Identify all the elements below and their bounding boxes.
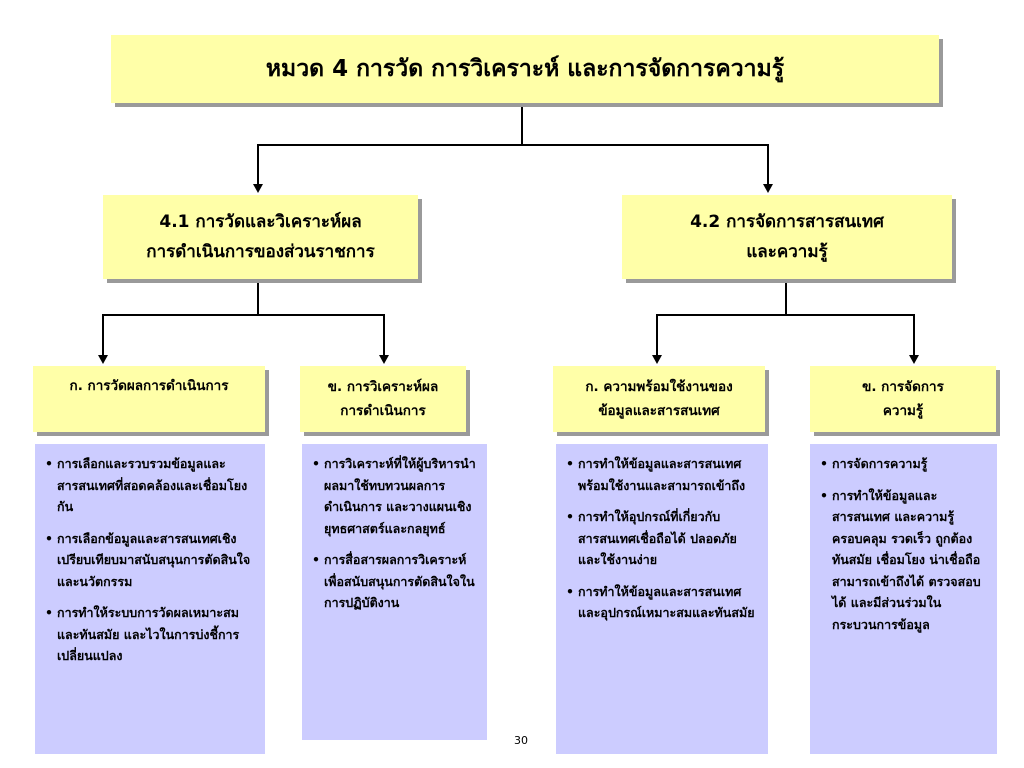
sub-measurement-box: ก. การวัดผลการดำเนินการ (33, 366, 265, 432)
sub-analysis-line2: การดำเนินการ (340, 403, 426, 419)
list-item: การวิเคราะห์ที่ให้ผู้บริหารนำผลมาใช้ทบทว… (311, 453, 481, 539)
arrow-down-icon (909, 355, 919, 364)
arrow-down-icon (253, 184, 263, 193)
page-number: 30 (514, 734, 528, 747)
connector-line (913, 314, 915, 356)
sub-measurement-label: ก. การวัดผลการดำเนินการ (69, 378, 229, 394)
details-measurement: การเลือกและรวบรวมข้อมูลและสารสนเทศที่สอด… (35, 444, 265, 754)
sub-knowledge-line2: ความรู้ (882, 403, 924, 419)
main-title: หมวด 4 การวัด การวิเคราะห์ และการจัดการค… (265, 56, 785, 82)
details-analysis: การวิเคราะห์ที่ให้ผู้บริหารนำผลมาใช้ทบทว… (302, 444, 487, 754)
connector-line (656, 314, 658, 356)
list-item: การทำให้ข้อมูลและสารสนเทศ และความรู้ ครอ… (819, 485, 993, 636)
main-title-box: หมวด 4 การวัด การวิเคราะห์ และการจัดการค… (111, 35, 939, 103)
sub-analysis-line1: ข. การวิเคราะห์ผล (327, 379, 439, 395)
connector-line (656, 314, 915, 316)
section-4-1-line1: 4.1 การวัดและวิเคราะห์ผล (159, 212, 362, 232)
connector-line (102, 314, 104, 356)
list-item: การทำให้ข้อมูลและสารสนเทศพร้อมใช้งานและส… (565, 453, 762, 496)
arrow-down-icon (652, 355, 662, 364)
arrow-down-icon (98, 355, 108, 364)
connector-line (257, 144, 259, 186)
connector-line (257, 144, 769, 146)
sub-information-line2: ข้อมูลและสารสนเทศ (598, 403, 720, 419)
arrow-down-icon (763, 184, 773, 193)
list-item: การจัดการความรู้ (819, 453, 993, 475)
connector-line (767, 144, 769, 186)
list-item: การสื่อสารผลการวิเคราะห์ เพื่อสนับสนุนกา… (311, 549, 481, 614)
section-4-2-line1: 4.2 การจัดการสารสนเทศ (690, 212, 884, 232)
section-4-2-box: 4.2 การจัดการสารสนเทศ และความรู้ (622, 195, 952, 279)
details-information: การทำให้ข้อมูลและสารสนเทศพร้อมใช้งานและส… (556, 444, 768, 754)
connector-line (257, 283, 259, 315)
connector-line (383, 314, 385, 356)
list-item: การทำให้ข้อมูลและสารสนเทศ และอุปกรณ์เหมา… (565, 581, 762, 624)
connector-line (521, 103, 523, 145)
section-4-2-line2: และความรู้ (746, 242, 828, 262)
arrow-down-icon (379, 355, 389, 364)
sub-knowledge-line1: ข. การจัดการ (862, 379, 944, 395)
list-item: การเลือกและรวบรวมข้อมูลและสารสนเทศที่สอด… (44, 453, 259, 518)
section-4-1-box: 4.1 การวัดและวิเคราะห์ผล การดำเนินการของ… (103, 195, 418, 279)
section-4-1-line2: การดำเนินการของส่วนราชการ (146, 242, 375, 262)
connector-line (785, 283, 787, 315)
details-knowledge: การจัดการความรู้ การทำให้ข้อมูลและสารสนเ… (810, 444, 997, 754)
sub-analysis-box: ข. การวิเคราะห์ผล การดำเนินการ (300, 366, 466, 432)
list-item: การทำให้ระบบการวัดผลเหมาะสมและทันสมัย แล… (44, 602, 259, 667)
list-item: การเลือกข้อมูลและสารสนเทศเชิงเปรียบเทียบ… (44, 528, 259, 593)
connector-line (102, 314, 385, 316)
list-item: การทำให้อุปกรณ์ที่เกี่ยวกับสารสนเทศเชื่อ… (565, 506, 762, 571)
sub-information-line1: ก. ความพร้อมใช้งานของ (585, 379, 733, 395)
sub-knowledge-box: ข. การจัดการ ความรู้ (810, 366, 996, 432)
sub-information-box: ก. ความพร้อมใช้งานของ ข้อมูลและสารสนเทศ (553, 366, 765, 432)
